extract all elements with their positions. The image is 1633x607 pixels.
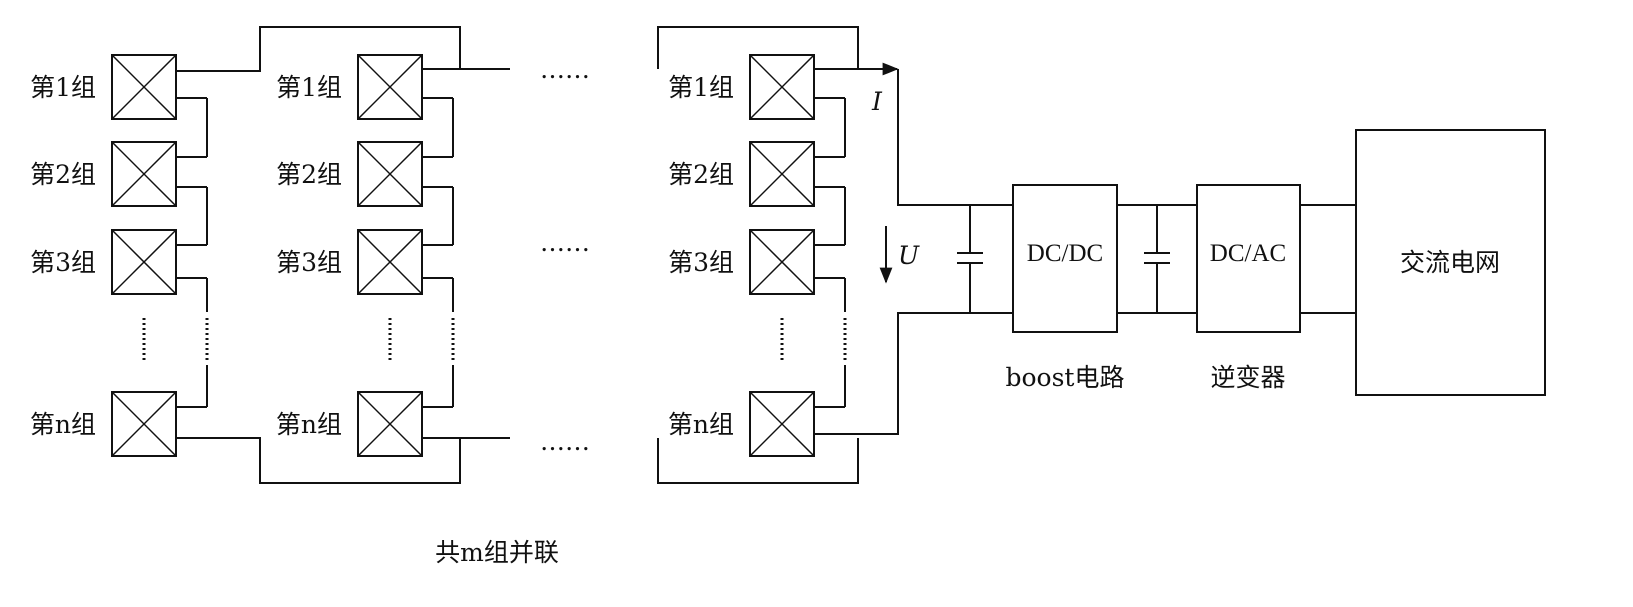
dcdc-block (1012, 184, 1118, 333)
pv-module-group: 第1组 (276, 54, 423, 120)
group-label: 第1组 (276, 73, 342, 102)
pv-module-group: 第n组 (276, 391, 423, 457)
pv-module-cross (749, 54, 815, 120)
pv-module-group: 第3组 (276, 229, 423, 295)
group-label: 第n组 (276, 410, 342, 439)
group-label: 第3组 (30, 248, 96, 277)
pv-module-cross (111, 391, 177, 457)
top-bus (176, 26, 461, 72)
pv-module-cross (111, 54, 177, 120)
pv-module-group: 第3组 (668, 229, 815, 295)
pv-module-cross (357, 141, 423, 207)
group-label: 第n组 (668, 410, 734, 439)
group-label: 第2组 (668, 160, 734, 189)
group-label: 第1组 (30, 73, 96, 102)
pv-module-cross (357, 229, 423, 295)
pv-module-cross (111, 141, 177, 207)
top-bus (657, 26, 859, 69)
inverter-caption: 逆变器 (1210, 363, 1285, 392)
pv-module-box (749, 229, 815, 295)
pv-module-cross (749, 391, 815, 457)
group-label: 第1组 (668, 73, 734, 102)
pv-module-group: 第n组 (668, 391, 815, 457)
group-label: 第n组 (30, 410, 96, 439)
pv-module-group: 第2组 (30, 141, 177, 207)
pv-module-box (357, 54, 423, 120)
bottom-bus (176, 437, 461, 484)
pv-module-cross (749, 229, 815, 295)
current-label: I (871, 87, 883, 116)
wiring (176, 26, 860, 484)
group-label: 第3组 (276, 248, 342, 277)
boost-caption: boost电路 (1006, 363, 1125, 392)
pv-module-cross (749, 141, 815, 207)
pv-module-box (111, 229, 177, 295)
dc-bus (860, 69, 1356, 435)
pv-module-box (111, 391, 177, 457)
pv-module-cross (357, 391, 423, 457)
pv-module-box (749, 391, 815, 457)
pv-module-group: 第n组 (30, 391, 177, 457)
dcac-block (1196, 184, 1301, 333)
column-ellipsis-middle: …… (540, 228, 590, 257)
pv-module-box (749, 141, 815, 207)
group-label: 第3组 (668, 248, 734, 277)
pv-module-box (357, 391, 423, 457)
pv-module-box (357, 141, 423, 207)
pv-module-group: 第2组 (668, 141, 815, 207)
group-label: 第2组 (30, 160, 96, 189)
grid-block (1355, 129, 1546, 396)
pv-module-group: 第1组 (30, 54, 177, 120)
pv-module-box (111, 141, 177, 207)
pv-module-box (357, 229, 423, 295)
pv-module-box (749, 54, 815, 120)
voltage-label: U (898, 241, 920, 270)
pv-module-cross (111, 229, 177, 295)
grid-label: 交流电网 (1400, 249, 1500, 277)
pv-module-group: 第3组 (30, 229, 177, 295)
pv-module-group: 第2组 (276, 141, 423, 207)
dcdc-label: DC/DC (1027, 240, 1103, 267)
pv-module-box (111, 54, 177, 120)
pv-module-cross (357, 54, 423, 120)
dcac-label: DC/AC (1210, 240, 1286, 267)
parallel-caption: 共m组并联 (435, 538, 559, 567)
column-ellipsis-top: …… (540, 55, 590, 84)
bottom-bus (657, 438, 859, 484)
group-label: 第2组 (276, 160, 342, 189)
column-ellipsis-bottom: …… (540, 427, 590, 456)
pv-module-group: 第1组 (668, 54, 815, 120)
